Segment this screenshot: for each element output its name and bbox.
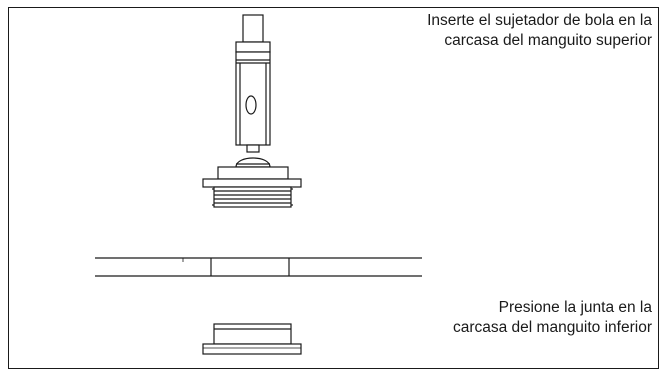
caption-press-seal: Presione la junta en la carcasa del mang… xyxy=(453,298,652,338)
caption-bottom-line1: Presione la junta en la xyxy=(498,299,652,316)
caption-top-line2: carcasa del manguito superior xyxy=(444,32,652,49)
ball-fastener-tool xyxy=(235,14,271,153)
hole-oval xyxy=(245,95,257,115)
caption-bottom-line2: carcasa del manguito inferior xyxy=(452,319,652,336)
diagram-frame xyxy=(8,7,659,369)
upper-sleeve-housing xyxy=(202,166,302,208)
caption-insert-ball-fastener: Inserte el sujetador de bola en la carca… xyxy=(427,11,652,51)
base-plate xyxy=(95,257,422,277)
caption-top-line1: Inserte el sujetador de bola en la xyxy=(427,12,652,29)
ball-fastener xyxy=(235,157,271,168)
lower-sleeve-housing xyxy=(202,323,302,355)
